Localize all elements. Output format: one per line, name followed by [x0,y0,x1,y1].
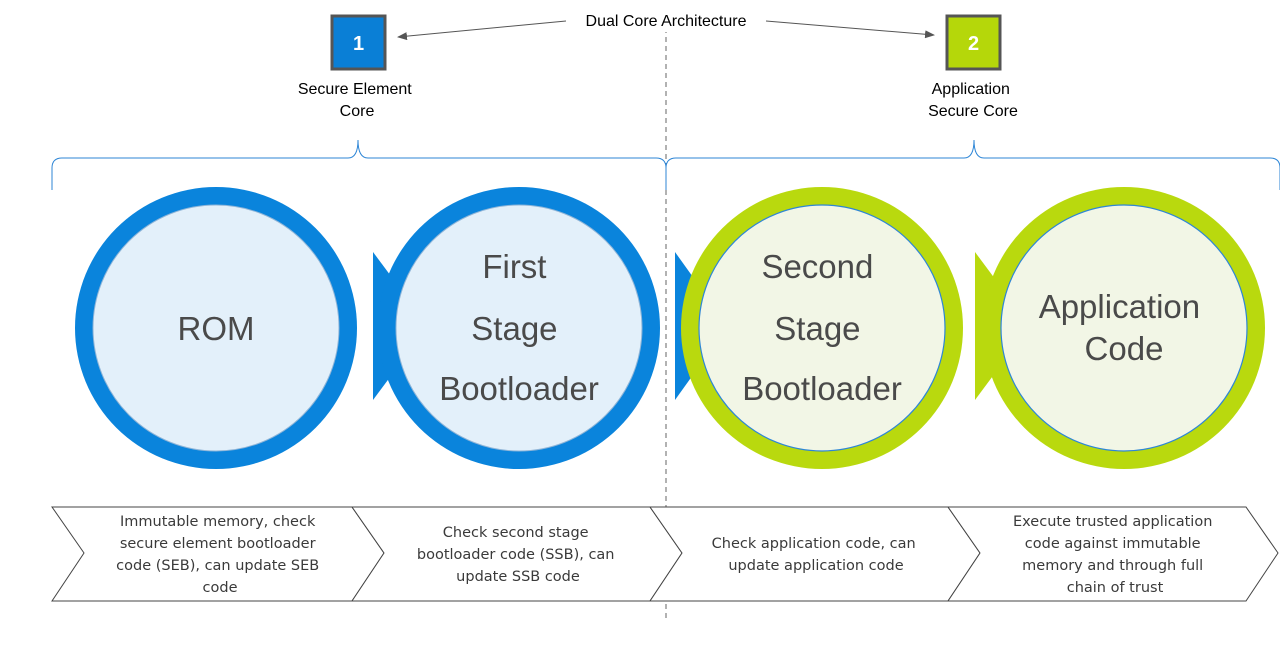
stage-first-line: Stage [471,310,557,347]
step-2-text: Check second stage bootloader code (SSB)… [417,525,619,585]
step-1-line: secure element bootloader [120,536,316,552]
step-1-line: Immutable memory, check [120,514,316,530]
stage-circle-second-stage-bootloader: Second Stage Bootloader [681,187,1030,469]
stage-second-label: Second Stage Bootloader [742,248,902,407]
core-2-number: 2 [968,33,979,55]
core-2-badge: 2 [945,14,1002,71]
step-chevron-2: Check second stage bootloader code (SSB)… [351,506,683,602]
stage-circle-application-code: Application Code [983,187,1265,469]
stage-app-line: Application [1039,288,1200,325]
core-2-label: Application Secure Core [928,81,1018,120]
core-1-badge: 1 [330,14,387,71]
core-2-brace [665,139,1280,190]
step-1-line: code [203,580,238,596]
stage-second-line: Stage [774,310,860,347]
arrow-to-core-2 [765,20,935,39]
stage-second-line: Bootloader [742,370,902,407]
stage-circle-first-stage-bootloader: First Stage Bootloader [378,187,728,469]
stage-rom-label: ROM [178,310,255,347]
stage-app-line: Code [1085,330,1164,367]
step-4-line: memory and through full [1022,558,1203,574]
arrow-to-core-1 [397,20,567,41]
step-2-line: Check second stage [443,525,589,541]
stage-first-line: Bootloader [439,370,599,407]
core-1-brace [51,139,667,190]
stage-first-label: First Stage Bootloader [439,248,599,407]
stage-first-line: First [482,248,546,285]
step-1-line: code (SEB), can update SEB [116,558,319,574]
stage-app-label: Application Code [1039,288,1210,367]
stage-circle-rom: ROM [75,187,428,469]
step-chevron-3: Check application code, can update appli… [649,506,981,602]
step-4-text: Execute trusted application code against… [1013,514,1217,596]
step-chevron-4: Execute trusted application code against… [947,506,1279,602]
architecture-title: Dual Core Architecture [586,13,747,30]
core-2-label-line: Application [932,81,1010,98]
core-1-number: 1 [353,33,364,55]
step-chevron-1: Immutable memory, check secure element b… [51,506,385,602]
title-background [568,8,764,32]
step-4-line: chain of trust [1067,580,1164,596]
step-1-text: Immutable memory, check secure element b… [116,514,324,596]
core-1-label-line: Core [340,103,375,120]
step-4-line: code against immutable [1025,536,1201,552]
step-3-line: Check application code, can [712,536,916,552]
core-1-label-line: Secure Element [298,81,412,98]
step-2-line: update SSB code [456,569,580,585]
step-3-text: Check application code, can update appli… [712,536,921,574]
step-4-line: Execute trusted application [1013,514,1212,530]
step-3-line: update application code [728,558,903,574]
core-2-label-line: Secure Core [928,103,1018,120]
step-2-line: bootloader code (SSB), can [417,547,615,563]
stage-rom-line: ROM [178,310,255,347]
stage-second-line: Second [761,248,873,285]
core-1-label: Secure Element Core [298,81,416,120]
